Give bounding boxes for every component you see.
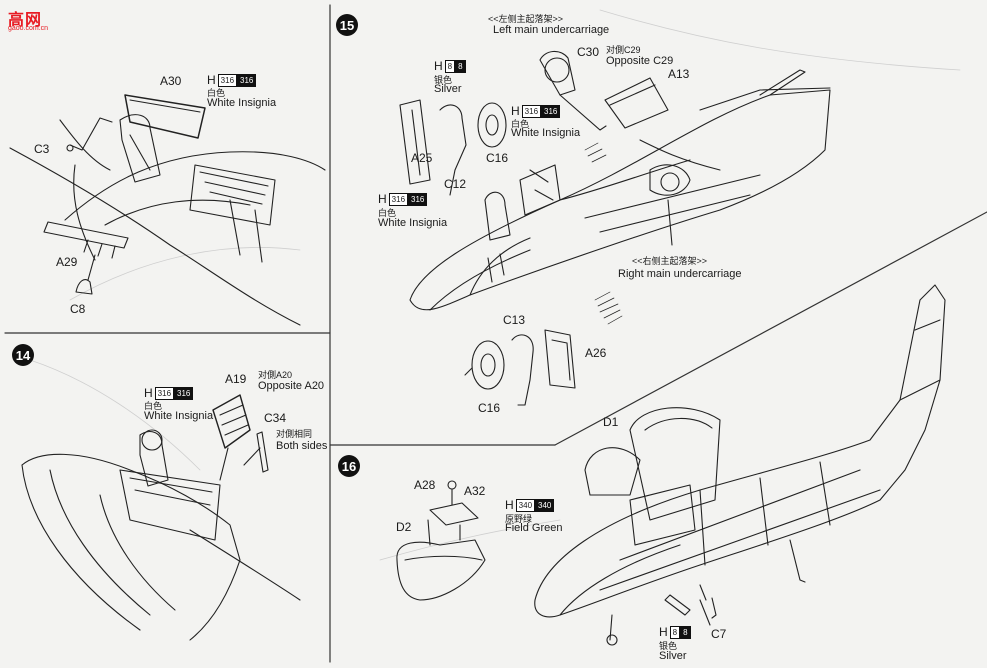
- step16-drawing: [396, 284, 946, 646]
- part-c16-upper: C16: [486, 151, 509, 165]
- step-number-16: 16: [338, 455, 360, 477]
- paint-name-en: White Insignia: [207, 97, 277, 109]
- part-c3: C3: [34, 142, 50, 156]
- paint-h: H: [378, 192, 387, 206]
- background-ghost: [29, 9, 961, 561]
- step14-drawing: [21, 394, 301, 641]
- silver-cn: 银色: [434, 75, 453, 85]
- both-sides-cn: 对側相同: [276, 429, 313, 439]
- part-a29: A29: [56, 255, 78, 269]
- right-gear-en: Right main undercarriage: [618, 268, 742, 280]
- paint-name-cn: 白色: [207, 88, 226, 98]
- step-number-15: 15: [336, 14, 358, 36]
- paint-h: H: [505, 498, 514, 512]
- part-d1: D1: [603, 415, 619, 429]
- paint-code-1: 316: [217, 73, 238, 87]
- paint-code-2: 316: [408, 192, 428, 206]
- step15-paint-silver: H 8 8: [434, 59, 466, 73]
- part-a26: A26: [585, 346, 607, 360]
- part-c7: C7: [711, 627, 727, 641]
- paint-code-2: 8: [455, 59, 466, 73]
- part-d2: D2: [396, 520, 412, 534]
- step15-drawing: [399, 50, 831, 406]
- left-gear-en: Left main undercarriage: [493, 24, 610, 36]
- panel-a-drawing: [9, 94, 326, 326]
- part-c34: C34: [264, 411, 287, 425]
- paint-code-2: 316: [541, 104, 561, 118]
- watermark-url: gaoo.com.cn: [8, 25, 49, 32]
- paint-h: H: [511, 104, 520, 118]
- part-c30: C30: [577, 45, 600, 59]
- part-a25: A25: [411, 151, 433, 165]
- step16-paint-green: H 340 340: [505, 498, 555, 512]
- paint-h: H: [207, 73, 216, 87]
- paint-code-1: 8: [444, 59, 456, 73]
- part-a32: A32: [464, 484, 486, 498]
- silver16-en: Silver: [659, 650, 687, 662]
- white1-en: White Insignia: [511, 127, 581, 139]
- green-en: Field Green: [505, 522, 563, 534]
- part-c16-lower: C16: [478, 401, 501, 415]
- paint-h: H: [144, 386, 153, 400]
- paint-code-1: 316: [388, 192, 409, 206]
- part-a30: A30: [160, 74, 182, 88]
- white1-cn: 白色: [511, 119, 530, 129]
- white2-en: White Insignia: [378, 217, 448, 229]
- silver16-cn: 银色: [659, 641, 678, 651]
- part-a13: A13: [668, 67, 690, 81]
- paint-code-1: 316: [521, 104, 542, 118]
- left-gear-cn: <<左侧主起落架>>: [488, 14, 564, 24]
- part-c8: C8: [70, 302, 86, 316]
- step16-paint-silver: H 8 8: [659, 625, 691, 639]
- step15-paint-white-1: H 316 316: [511, 104, 561, 118]
- opposite-a20-cn: 对側A20: [258, 370, 293, 380]
- watermark-logo: 高网: [8, 12, 43, 29]
- opposite-c29-en: Opposite C29: [606, 55, 674, 67]
- step14-paint-callout: H 316 316: [144, 386, 194, 400]
- paint-callout-white: H 316 316: [207, 73, 257, 87]
- paint-code-1: 340: [515, 498, 536, 512]
- part-c13: C13: [503, 313, 526, 327]
- white2-cn: 白色: [378, 208, 397, 218]
- paint-code-2: 8: [680, 625, 691, 639]
- step14-paint-en: White Insignia: [144, 410, 214, 422]
- paint-code-2: 316: [174, 386, 194, 400]
- paint-code-1: 8: [669, 625, 681, 639]
- part-a28: A28: [414, 478, 436, 492]
- opposite-c29-cn: 对側C29: [606, 45, 641, 55]
- paint-h: H: [434, 59, 443, 73]
- step-number-14: 14: [12, 344, 34, 366]
- right-gear-cn: <<右侧主起落架>>: [632, 256, 708, 266]
- part-c12: C12: [444, 177, 467, 191]
- silver-en: Silver: [434, 83, 462, 95]
- opposite-a20-en: Opposite A20: [258, 380, 325, 392]
- part-a19: A19: [225, 372, 247, 386]
- both-sides-en: Both sides: [276, 440, 328, 452]
- paint-code-2: 316: [237, 73, 257, 87]
- paint-code-1: 316: [154, 386, 175, 400]
- paint-h: H: [659, 625, 668, 639]
- step14-paint-cn: 白色: [144, 401, 163, 411]
- green-cn: 原野绿: [505, 514, 533, 524]
- panel-borders: [4, 4, 987, 663]
- step15-paint-white-2: H 316 316: [378, 192, 428, 206]
- paint-code-2: 340: [535, 498, 555, 512]
